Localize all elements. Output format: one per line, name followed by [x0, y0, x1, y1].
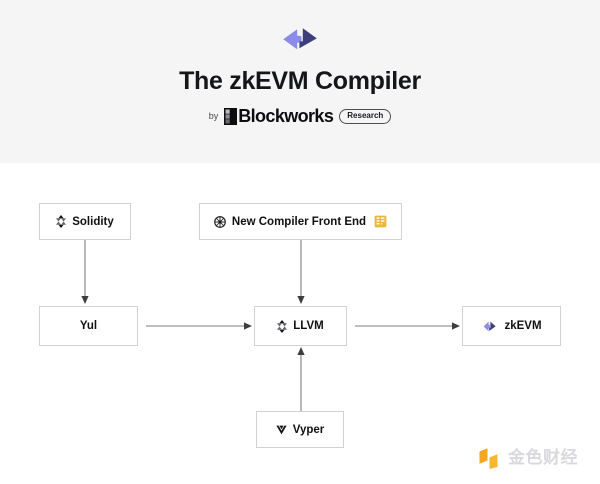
- node-frontend-label: New Compiler Front End: [231, 215, 367, 228]
- edge-solidity-to-yul: [81, 240, 89, 304]
- watermark-text: 金色财经: [508, 448, 578, 468]
- node-llvm-label: LLVM: [293, 320, 324, 332]
- blockworks-b-mark-icon: [224, 107, 238, 125]
- solidity-logo-icon: [277, 319, 288, 333]
- yellow-scroll-icon: [374, 215, 387, 228]
- edge-llvm-to-zkevm: [355, 322, 460, 330]
- byline-prefix: by: [208, 111, 219, 121]
- header-content: The zkEVM Compiler by Blockworks Researc…: [0, 0, 600, 163]
- edge-frontend-to-llvm: [297, 240, 305, 304]
- node-yul[interactable]: Yul: [39, 306, 138, 346]
- jinse-logo-icon: [478, 447, 501, 470]
- node-solidity-label: Solidity: [72, 215, 114, 228]
- watermark: 金色财经: [478, 447, 578, 470]
- double-arrow-logo-icon: [274, 27, 326, 57]
- node-llvm[interactable]: LLVM: [254, 306, 347, 346]
- edge-yul-to-llvm: [146, 322, 252, 330]
- double-arrow-icon: [481, 321, 498, 332]
- brand-name: Blockworks: [238, 106, 334, 126]
- vyper-chevron-icon: [276, 425, 287, 435]
- byline: by Blockworks Research: [209, 107, 392, 125]
- header-banner: The zkEVM Compiler by Blockworks Researc…: [0, 0, 600, 163]
- research-badge: Research: [339, 108, 392, 124]
- page-title: The zkEVM Compiler: [179, 67, 421, 95]
- node-new-compiler-front-end[interactable]: New Compiler Front End: [199, 203, 402, 240]
- node-solidity[interactable]: Solidity: [39, 203, 131, 240]
- node-zkevm[interactable]: zkEVM: [462, 306, 561, 346]
- diagram-canvas: Solidity New Compiler Front End: [0, 163, 600, 484]
- wheel-gear-icon: [214, 215, 226, 228]
- edge-vyper-to-llvm: [297, 347, 305, 411]
- blockworks-wordmark: Blockworks: [224, 106, 334, 126]
- node-zkevm-label: zkEVM: [504, 320, 542, 332]
- node-yul-label: Yul: [79, 320, 98, 332]
- node-vyper-label: Vyper: [292, 423, 325, 436]
- solidity-logo-icon: [56, 215, 67, 228]
- node-vyper[interactable]: Vyper: [256, 411, 344, 448]
